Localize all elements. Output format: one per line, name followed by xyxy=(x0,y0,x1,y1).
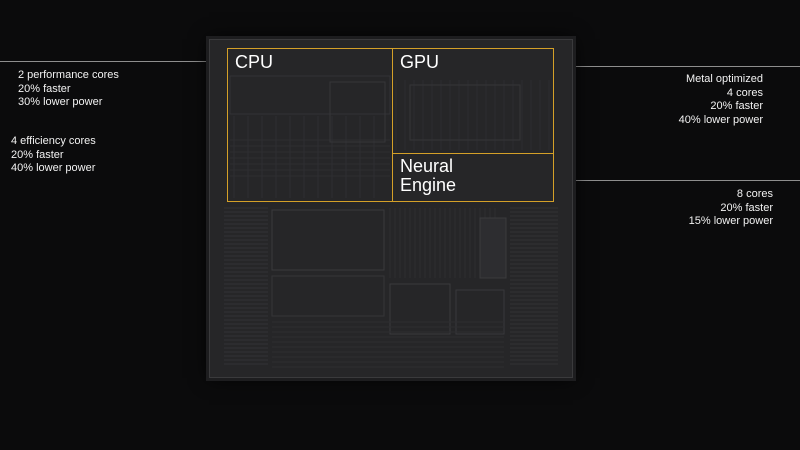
cpu-label: CPU xyxy=(235,52,274,72)
chip-die: CPU GPU Neural Engine xyxy=(209,39,573,378)
spec-line: 4 cores xyxy=(726,86,763,99)
die-detail xyxy=(329,81,386,143)
spec-line: 4 efficiency cores xyxy=(11,135,96,147)
spec-line: 15% lower power xyxy=(688,215,773,227)
spec-line: 20% faster xyxy=(720,201,773,214)
cpu-block: CPU xyxy=(227,48,393,202)
spec-line: 2 performance cores xyxy=(18,69,119,81)
gpu-block: GPU xyxy=(392,48,554,154)
neural-engine-block: Neural Engine xyxy=(392,153,554,202)
die-detail xyxy=(409,84,521,141)
spec-line: 8 cores xyxy=(736,188,773,200)
die-detail xyxy=(455,289,505,335)
die-detail xyxy=(389,283,451,335)
spec-line: 40% lower power xyxy=(678,113,763,126)
neural-engine-label-line1: Neural xyxy=(400,156,454,176)
neural-engine-label-line2: Engine xyxy=(400,175,457,195)
spec-line: 20% faster xyxy=(710,100,763,112)
die-detail xyxy=(479,217,507,279)
spec-line: Metal optimized xyxy=(685,73,763,85)
gpu-specs: Metal optimized 4 cores 20% faster 40% l… xyxy=(679,73,763,127)
spec-line: 30% lower power xyxy=(18,96,103,108)
die-circuitry-illustration xyxy=(224,75,558,368)
spec-line: 40% lower power xyxy=(11,162,96,174)
neural-callout-line xyxy=(571,180,800,181)
gpu-label: GPU xyxy=(400,52,440,72)
cpu-efficiency-specs: 4 efficiency cores 20% faster 40% lower … xyxy=(11,135,96,176)
neural-engine-label: Neural Engine xyxy=(400,157,456,195)
cpu-performance-specs: 2 performance cores 20% faster 30% lower… xyxy=(18,69,119,110)
gpu-callout-line xyxy=(566,66,800,67)
die-detail xyxy=(229,75,391,115)
spec-line: 20% faster xyxy=(11,148,64,161)
cpu-callout-line xyxy=(0,61,215,62)
spec-line: 20% faster xyxy=(18,82,71,95)
die-detail xyxy=(271,275,385,317)
neural-engine-specs: 8 cores 20% faster 15% lower power xyxy=(689,188,773,229)
die-detail xyxy=(271,209,385,271)
